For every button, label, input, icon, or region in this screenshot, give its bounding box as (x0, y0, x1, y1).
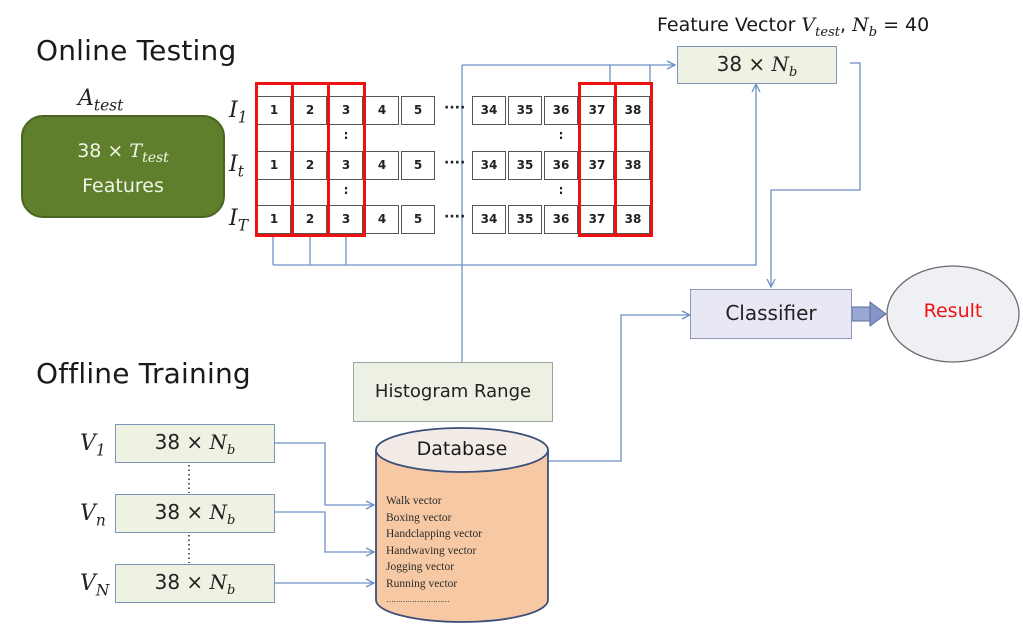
feature-cell: 36 (544, 205, 578, 234)
feature-cell: 35 (508, 151, 542, 180)
feature-cell: 1 (257, 205, 291, 234)
test-features-caption: Features (82, 174, 164, 197)
feature-cell: 3 (329, 151, 363, 180)
training-vector-last: 38 × Nb (115, 564, 275, 603)
row-ellipsis: ···· (444, 100, 466, 116)
database-cylinder (375, 427, 549, 623)
classifier-box: Classifier (690, 289, 852, 339)
connector-v1-database (275, 442, 374, 505)
database-item: Jogging vector (386, 561, 455, 573)
connector-database-classifier (547, 315, 690, 462)
feature-cell: 35 (508, 96, 542, 125)
feature-cell: 37 (580, 151, 614, 180)
highlighted-column (291, 82, 330, 237)
highlighted-column (614, 82, 653, 237)
connector-vn-database (275, 511, 374, 552)
feature-cell: 3 (329, 205, 363, 234)
online-testing-title: Online Testing (36, 34, 237, 67)
feature-cell: 4 (365, 151, 399, 180)
vertical-ellipsis: : (558, 128, 564, 142)
frame-label-last: IT (229, 206, 248, 235)
row-ellipsis: ···· (444, 155, 466, 171)
database-title: Database (416, 438, 508, 460)
database-item: Handclapping vector (386, 528, 483, 540)
database-item: Walk vector (386, 495, 442, 507)
feature-cell: 37 (580, 96, 614, 125)
training-label-first: V1 (80, 431, 106, 460)
training-label-last: VN (80, 571, 110, 600)
training-vector-first: 38 × Nb (115, 424, 275, 463)
database-item: ……………………… (386, 595, 450, 604)
highlighted-column (327, 82, 366, 237)
database-item: Handwaving vector (386, 544, 477, 557)
database-item: Running vector (386, 577, 458, 590)
vertical-ellipsis: : (558, 183, 564, 197)
frame-label-middle: It (229, 152, 244, 181)
highlighted-column (578, 82, 617, 237)
test-features-dimension: 38 × Ttest (77, 140, 169, 166)
classifier-result-arrow (851, 301, 887, 327)
feature-cell: 38 (616, 151, 650, 180)
result-ellipse (886, 265, 1020, 363)
feature-vector-box: 38 × Nb (677, 46, 837, 84)
connector-cols-37-38 (462, 65, 675, 82)
training-label-middle: Vn (80, 501, 106, 530)
database-list: Walk vector Boxing vector Handclapping v… (386, 493, 546, 609)
highlighted-column (255, 82, 294, 237)
vertical-ellipsis: : (343, 183, 349, 197)
vertical-ellipsis: : (343, 128, 349, 142)
feature-cell: 5 (401, 205, 435, 234)
feature-cell: 36 (544, 151, 578, 180)
result-label: Result (923, 300, 983, 322)
feature-cell: 37 (580, 205, 614, 234)
feature-cell: 1 (257, 151, 291, 180)
feature-cell: 36 (544, 96, 578, 125)
feature-cell: 34 (472, 96, 506, 125)
connector-cols-1-3 (272, 84, 756, 266)
feature-cell: 4 (365, 96, 399, 125)
feature-cell: 4 (365, 205, 399, 234)
feature-cell: 5 (401, 96, 435, 125)
feature-vector-title: Feature Vector Vtest, Nb = 40 (657, 14, 930, 40)
test-features-box: 38 × Ttest Features (21, 115, 225, 218)
database-item: Boxing vector (386, 511, 452, 524)
feature-cell: 3 (329, 96, 363, 125)
frame-label-first: I1 (229, 98, 248, 127)
feature-cell: 34 (472, 151, 506, 180)
feature-cell: 34 (472, 205, 506, 234)
training-vector-middle: 38 × Nb (115, 494, 275, 533)
test-input-label: Atest (78, 86, 124, 115)
row-ellipsis: ···· (444, 209, 466, 225)
histogram-range-box: Histogram Range (353, 362, 553, 422)
feature-cell: 35 (508, 205, 542, 234)
connector-vector-classifier (771, 62, 861, 287)
offline-training-title: Offline Training (36, 357, 251, 390)
feature-cell: 5 (401, 151, 435, 180)
